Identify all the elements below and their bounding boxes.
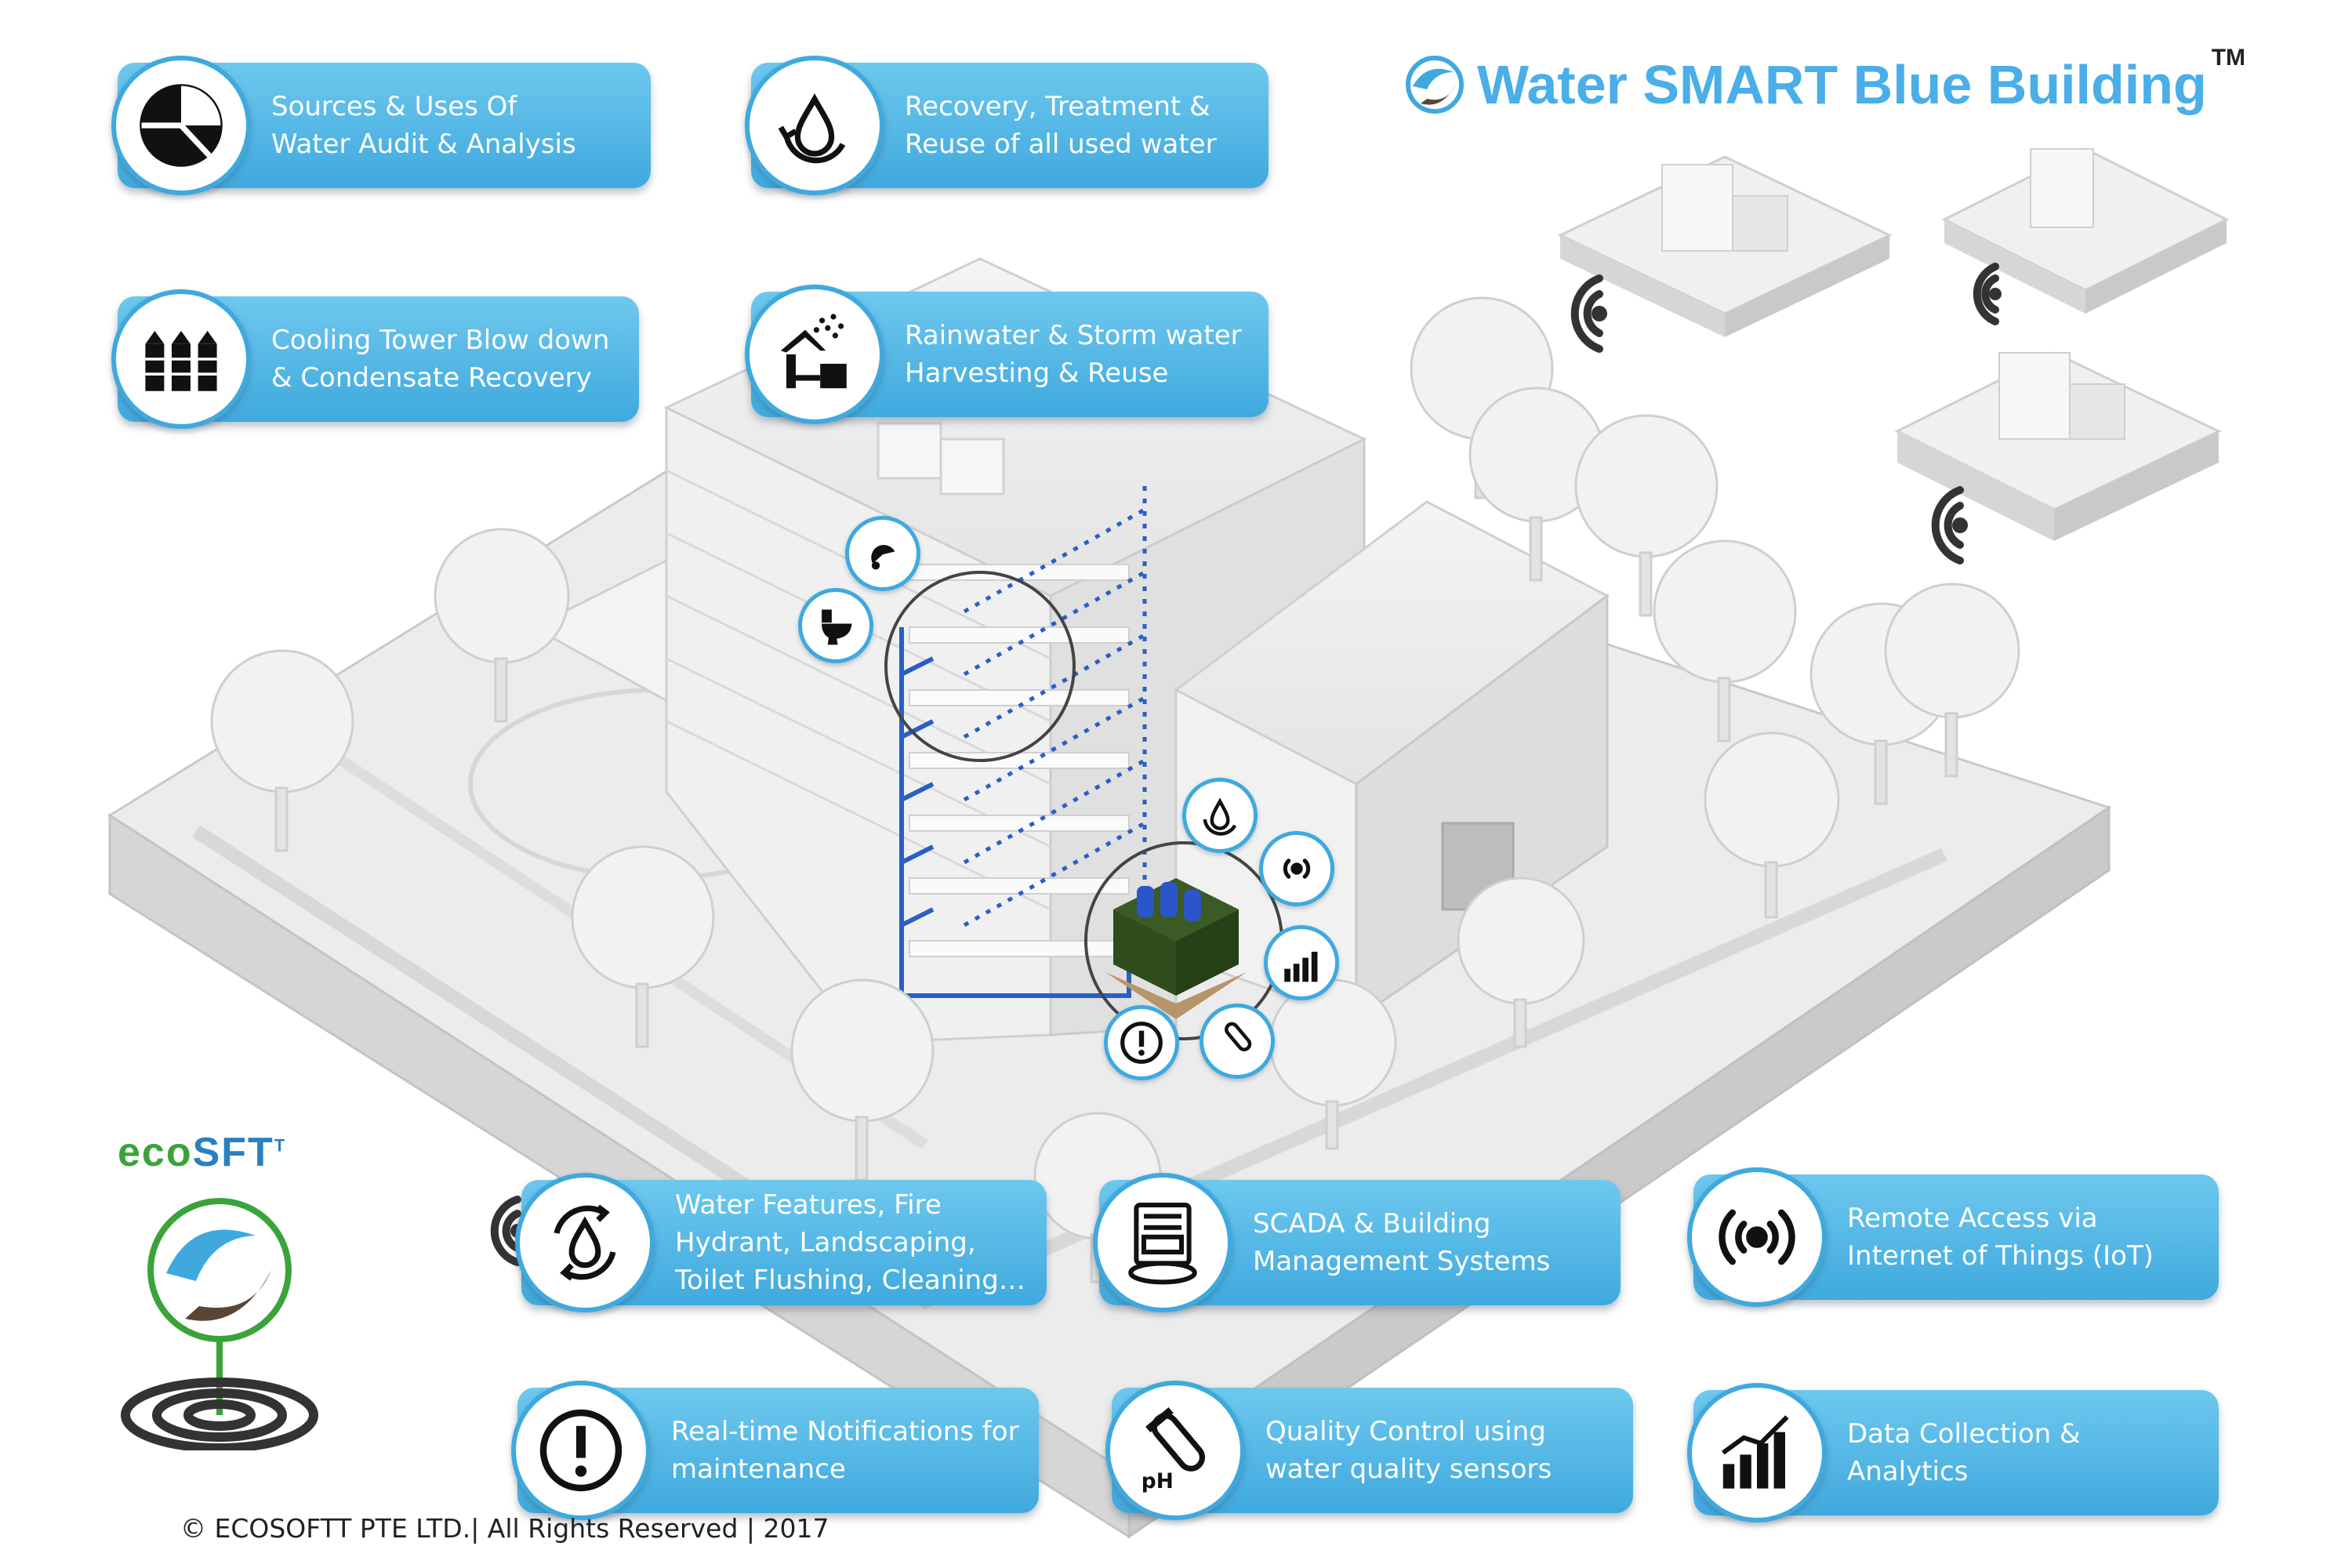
- wireless-icon: [1687, 1167, 1827, 1307]
- ecosoft-logo-text: ecoSFTT: [118, 1129, 286, 1176]
- alert-mini-icon: [1104, 1005, 1179, 1080]
- wireless-mini-icon: [1259, 831, 1334, 906]
- wifi-signal-icon: [490, 263, 2002, 1266]
- logo-ft: FT: [221, 1130, 274, 1175]
- logo-eco: eco: [118, 1130, 193, 1175]
- feature-line: SCADA & Building: [1253, 1208, 1491, 1240]
- remote-buildings: [1557, 147, 2230, 541]
- feature-line: Real-time Notifications for: [671, 1416, 1019, 1447]
- fixture-zoom-circle: [884, 571, 1076, 762]
- bar-chart-icon: [1687, 1383, 1827, 1523]
- feature-line: Water Features, Fire: [675, 1189, 942, 1221]
- feature-line: Management Systems: [1253, 1246, 1551, 1277]
- water-recycle-icon: [515, 1173, 655, 1312]
- treatment-plant: [1105, 878, 1247, 1019]
- ph-label: pH: [1142, 1469, 1174, 1494]
- bar-chart-mini-icon: [1264, 925, 1339, 1000]
- feature-quality-control: pH Quality Control using water quality se…: [1105, 1381, 1633, 1520]
- toilet-icon: [798, 588, 873, 663]
- pie-chart-icon: [111, 56, 251, 195]
- feature-line: Hydrant, Landscaping,: [675, 1227, 976, 1258]
- copyright-text: © ECOSOFTT PTE LTD.| All Rights Reserved…: [180, 1513, 829, 1544]
- water-cycle-mini-icon: [1182, 778, 1258, 853]
- feature-analytics: Data Collection & Analytics: [1687, 1383, 2219, 1523]
- feature-line: water quality sensors: [1265, 1454, 1552, 1485]
- water-cycle-icon: [745, 56, 884, 195]
- cooling-tower-icon: [111, 289, 251, 429]
- feature-line: Water Audit & Analysis: [271, 129, 576, 160]
- feature-line: Sources & Uses Of: [271, 91, 517, 122]
- feature-line: Toilet Flushing, Cleaning…: [675, 1265, 1025, 1296]
- scada-panel-icon: [1093, 1173, 1232, 1312]
- ph-tube-mini-icon: [1200, 1004, 1275, 1079]
- feature-line: Remote Access via: [1847, 1203, 2098, 1234]
- feature-line: maintenance: [671, 1454, 846, 1485]
- feature-line: Analytics: [1847, 1456, 1969, 1487]
- feature-line: Quality Control using: [1265, 1416, 1546, 1447]
- shower-icon: [845, 516, 920, 591]
- logo-sup: T: [274, 1135, 287, 1156]
- ecosoft-pin-logo: [121, 1198, 318, 1450]
- ph-tube-icon: pH: [1105, 1381, 1245, 1520]
- feature-line: Internet of Things (IoT): [1847, 1240, 2154, 1272]
- trees: [210, 296, 2020, 1283]
- brand-swirl-icon: [1406, 56, 1464, 114]
- feature-line: Data Collection &: [1847, 1418, 2081, 1450]
- feature-water-audit: Sources & Uses Of Water Audit & Analysis: [111, 56, 651, 195]
- feature-line: Rainwater & Storm water: [905, 320, 1242, 351]
- feature-line: Cooling Tower Blow down: [271, 325, 610, 356]
- alert-icon: [511, 1381, 651, 1520]
- title-text: Water SMART Blue Building: [1477, 54, 2207, 115]
- feature-cooling-tower: Cooling Tower Blow down & Condensate Reco…: [111, 289, 639, 429]
- feature-recovery-treatment: Recovery, Treatment & Reuse of all used w…: [745, 56, 1269, 195]
- brand-title: Water SMART Blue Building TM: [1403, 45, 2245, 124]
- trademark-mark: TM: [2211, 45, 2246, 71]
- feature-line: Recovery, Treatment &: [905, 91, 1210, 122]
- logo-s: S: [192, 1130, 222, 1175]
- feature-line: & Condensate Recovery: [271, 362, 592, 394]
- rain-harvest-icon: [745, 285, 884, 424]
- feature-line: Reuse of all used water: [905, 129, 1217, 160]
- feature-notifications: Real-time Notifications for maintenance: [511, 1381, 1039, 1520]
- feature-line: Harvesting & Reuse: [905, 358, 1169, 389]
